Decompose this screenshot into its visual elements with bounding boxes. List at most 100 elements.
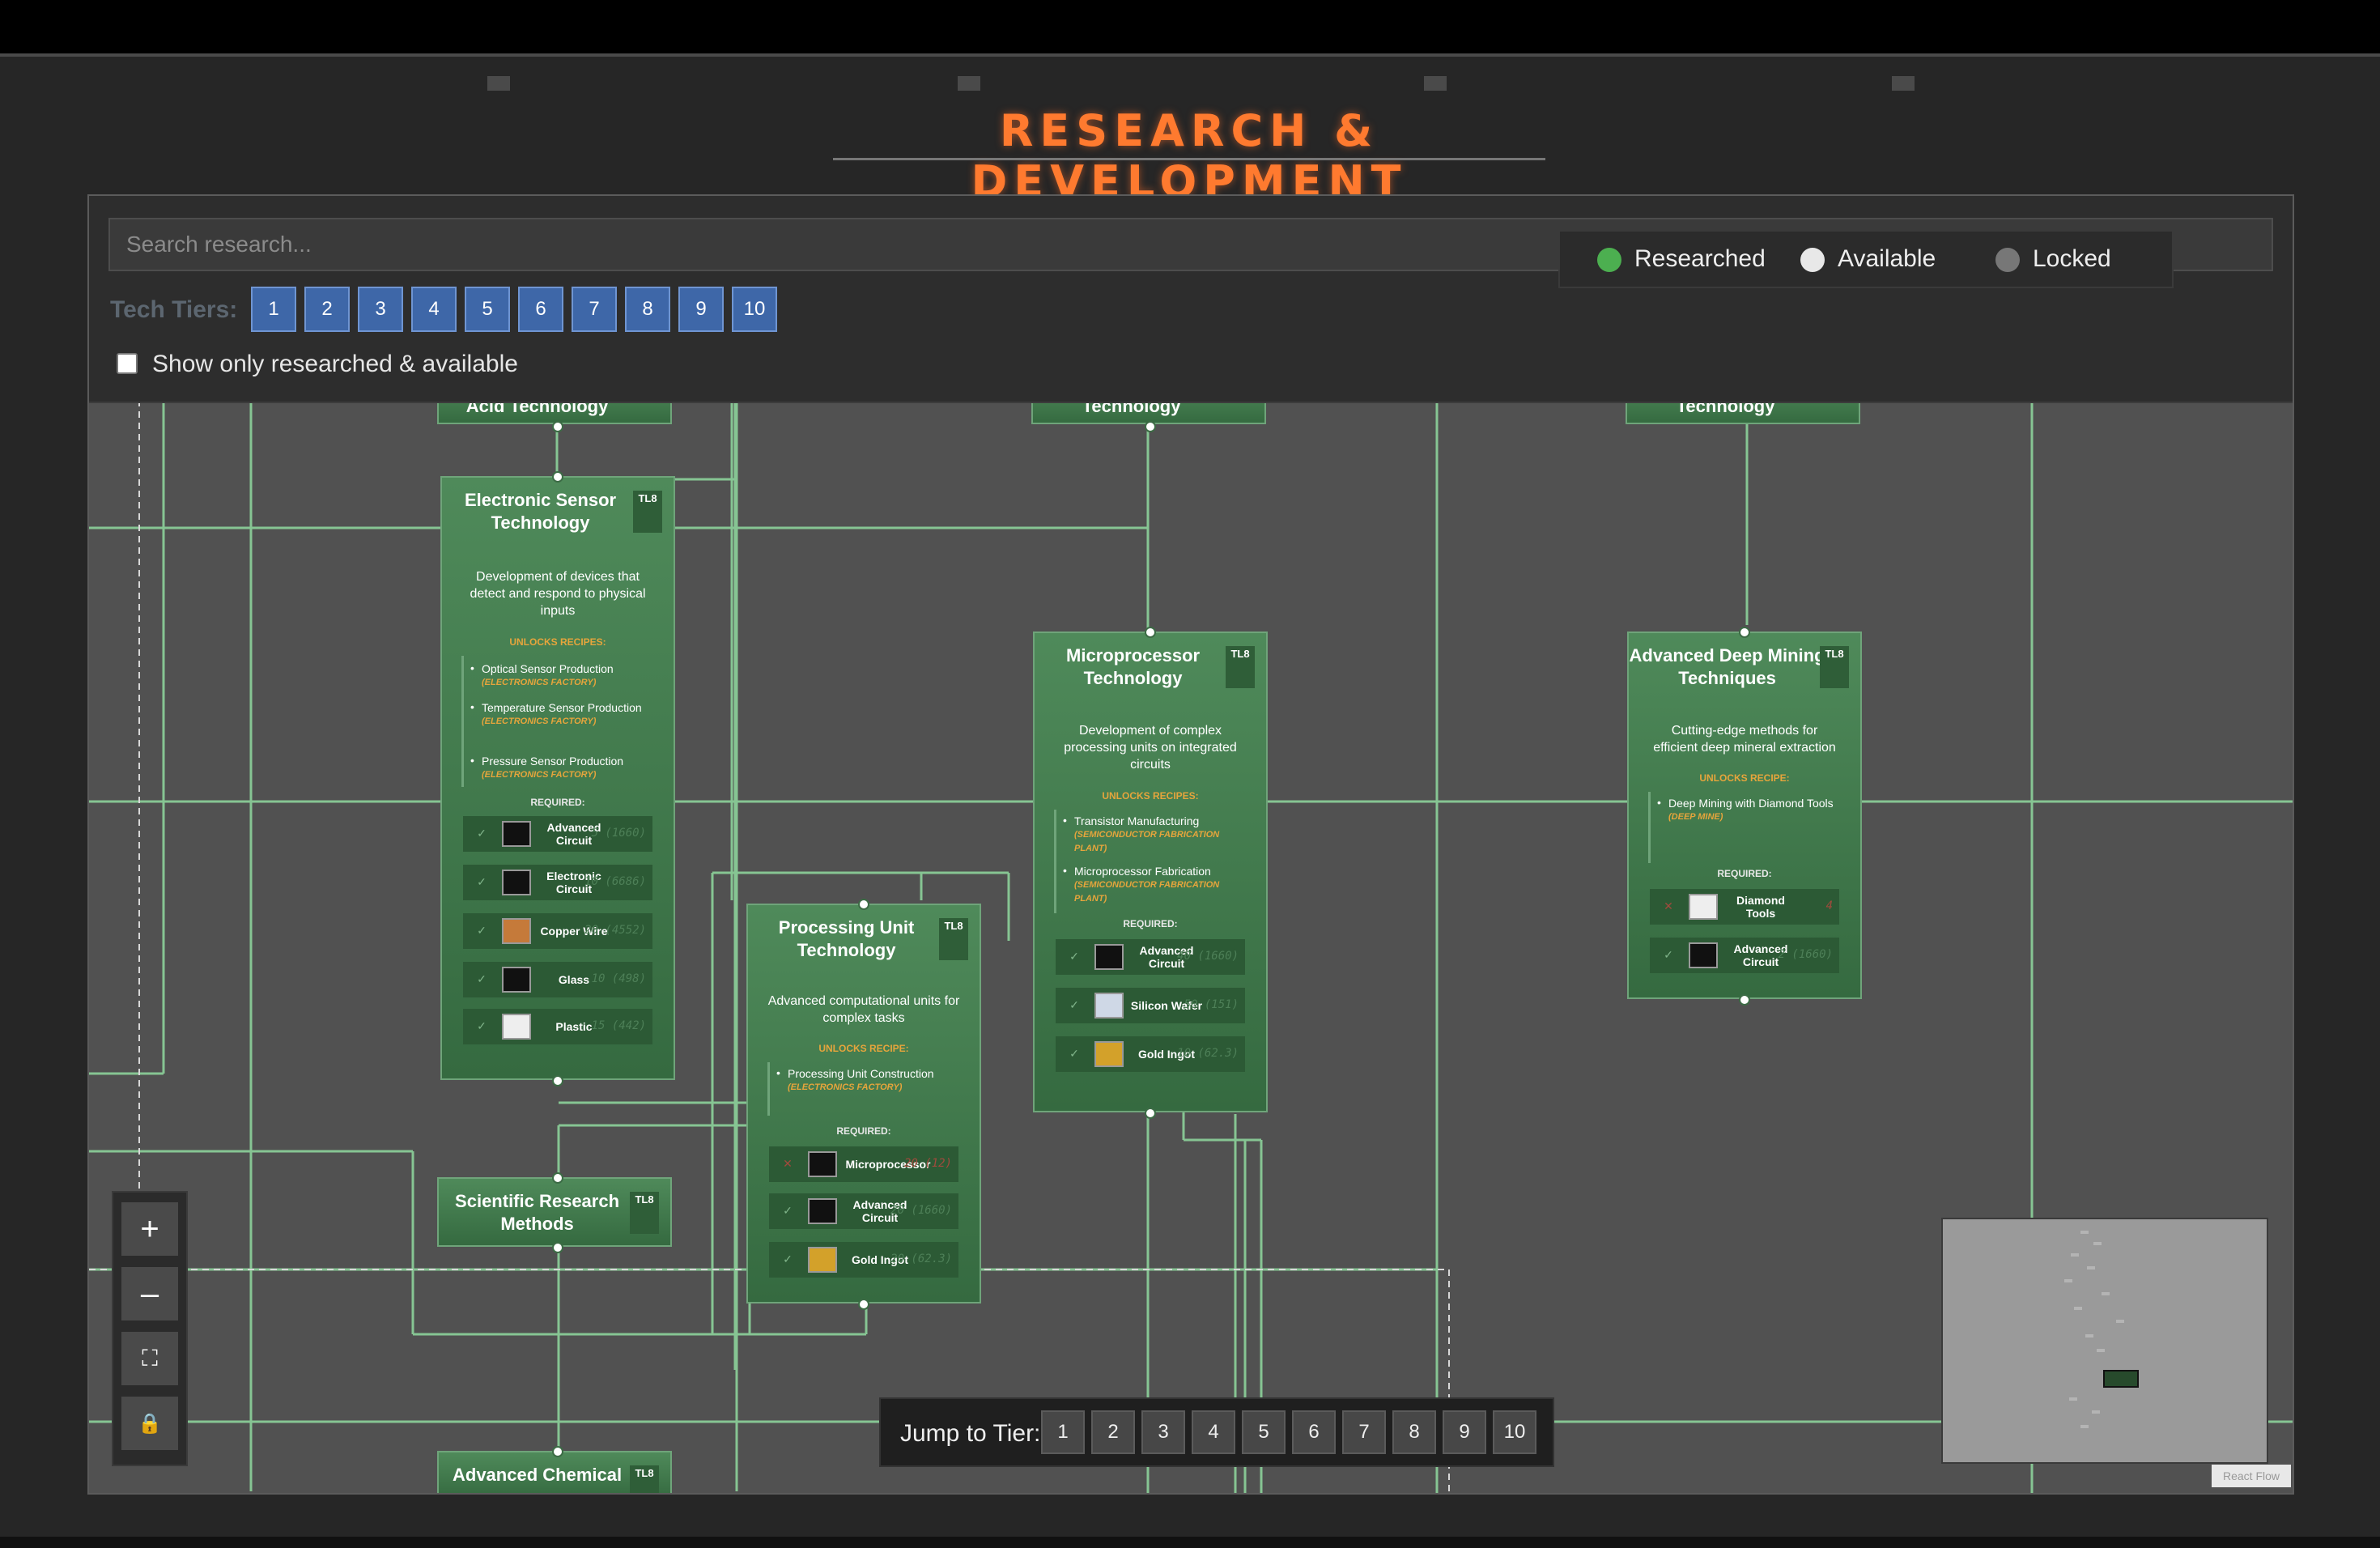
jump-to-tier-label: Jump to Tier:: [900, 1420, 1041, 1447]
tier-badge: TL8: [630, 1192, 659, 1234]
recipe-item: •Temperature Sensor Production(ELECTRONI…: [470, 700, 642, 726]
jump-tier-button[interactable]: 4: [1192, 1410, 1235, 1454]
node-title: Advanced Deep Mining Techniques: [1629, 645, 1825, 688]
frame-notch: [1424, 76, 1447, 91]
recipe-list: •Optical Sensor Production(ELECTRONICS F…: [461, 656, 657, 787]
minimap-viewport[interactable]: [2103, 1370, 2139, 1388]
tier-badge: TL8: [1226, 646, 1255, 688]
node-title: Advanced Chemical: [453, 1465, 623, 1485]
flow-controls: + – ⛶ 🔒: [112, 1191, 188, 1466]
app-frame-bottom: [0, 1537, 2380, 1548]
unlocks-label: UNLOCKS RECIPE:: [818, 1043, 909, 1054]
node-handle[interactable]: [1145, 421, 1156, 432]
tier-filter-button[interactable]: 1: [251, 287, 296, 332]
jump-tier-button[interactable]: 2: [1091, 1410, 1135, 1454]
tier-filter-button[interactable]: 7: [572, 287, 617, 332]
tech-node-electronic-sensor[interactable]: Electronic Sensor Technology TL8 Develop…: [440, 476, 675, 1080]
node-title: Processing Unit Technology: [778, 917, 915, 960]
jump-tier-button[interactable]: 10: [1493, 1410, 1536, 1454]
jump-to-tier-bar: Jump to Tier: 1 2 3 4 5 6 7 8 9 10: [879, 1397, 1554, 1467]
node-handle[interactable]: [552, 1075, 563, 1087]
tier-filter-button[interactable]: 10: [732, 287, 777, 332]
frame-notch: [487, 76, 510, 91]
node-description: Cutting-edge methods for efficient deep …: [1653, 724, 1836, 755]
node-handle[interactable]: [552, 1446, 563, 1457]
fit-view-button[interactable]: ⛶: [121, 1332, 178, 1385]
tech-node-microprocessor[interactable]: Microprocessor Technology TL8 Developmen…: [1033, 632, 1268, 1112]
tech-node-scientific-research[interactable]: Scientific Research Methods TL8: [437, 1177, 672, 1247]
node-handle[interactable]: [552, 471, 563, 483]
tier-badge: TL8: [630, 1465, 659, 1493]
plastic-icon: [502, 1014, 531, 1040]
recipe-item: •Transistor Manufacturing(SEMICONDUCTOR …: [1063, 814, 1220, 853]
recipe-item: •Optical Sensor Production(ELECTRONICS F…: [470, 661, 614, 687]
recipe-item: •Pressure Sensor Production(ELECTRONICS …: [470, 754, 624, 780]
circuit-icon: [808, 1198, 837, 1224]
tech-tiers-label: Tech Tiers:: [110, 296, 238, 323]
tier-filter-button[interactable]: 4: [411, 287, 457, 332]
node-handle[interactable]: [552, 421, 563, 432]
node-handle[interactable]: [552, 1242, 563, 1253]
tech-node-advanced-chemical[interactable]: Advanced Chemical TL8: [437, 1451, 672, 1493]
tier-filter-button[interactable]: 8: [625, 287, 670, 332]
minimap[interactable]: [1941, 1218, 2268, 1464]
circuit-icon: [1689, 942, 1718, 968]
zoom-out-button[interactable]: –: [121, 1267, 178, 1320]
frame-notch: [958, 76, 980, 91]
tier-filter-button[interactable]: 2: [304, 287, 350, 332]
circuit-icon: [502, 821, 531, 847]
show-researched-checkbox[interactable]: [117, 353, 138, 374]
tier-filter-button[interactable]: 5: [465, 287, 510, 332]
required-label: REQUIRED:: [836, 1125, 891, 1137]
node-handle[interactable]: [1739, 627, 1750, 638]
circuit-icon: [1094, 944, 1124, 970]
node-description: Advanced computational units for complex…: [767, 994, 960, 1025]
tech-node-processing-unit[interactable]: Processing Unit Technology TL8 Advanced …: [746, 904, 981, 1303]
jump-tier-button[interactable]: 6: [1292, 1410, 1336, 1454]
lock-icon[interactable]: 🔒: [121, 1397, 178, 1450]
node-handle[interactable]: [1145, 1108, 1156, 1119]
jump-tier-button[interactable]: 1: [1041, 1410, 1085, 1454]
diamond-tools-icon: [1689, 894, 1718, 920]
tier-badge: TL8: [939, 918, 968, 960]
node-title: Microprocessor Technology: [1066, 645, 1201, 688]
node-handle[interactable]: [1145, 627, 1156, 638]
research-tree-canvas[interactable]: Acid Technology Technology Technology El…: [87, 194, 2294, 1495]
react-flow-attribution[interactable]: React Flow: [2212, 1465, 2291, 1487]
legend-researched: Researched: [1634, 245, 1766, 272]
jump-tier-button[interactable]: 8: [1392, 1410, 1436, 1454]
jump-tier-button[interactable]: 5: [1242, 1410, 1286, 1454]
jump-tier-button[interactable]: 3: [1141, 1410, 1185, 1454]
unlocks-label: UNLOCKS RECIPES:: [509, 636, 606, 648]
glass-icon: [502, 967, 531, 993]
tier-filter-button[interactable]: 9: [678, 287, 724, 332]
tier-filter-button[interactable]: 6: [518, 287, 563, 332]
gold-ingot-icon: [808, 1247, 837, 1273]
node-handle[interactable]: [552, 1172, 563, 1184]
gold-ingot-icon: [1094, 1041, 1124, 1067]
node-handle[interactable]: [1739, 994, 1750, 1006]
jump-tier-button[interactable]: 7: [1342, 1410, 1386, 1454]
unlocks-label: UNLOCKS RECIPE:: [1699, 772, 1790, 784]
required-label: REQUIRED:: [530, 797, 585, 808]
node-title: Electronic Sensor Technology: [465, 490, 617, 533]
search-filter-panel: Tech Tiers: 1 2 3 4 5 6 7 8 9 10 Show on…: [89, 196, 2293, 403]
node-handle[interactable]: [858, 899, 869, 910]
node-handle[interactable]: [858, 1299, 869, 1310]
copper-wire-icon: [502, 918, 531, 944]
tech-node-deep-mining[interactable]: Advanced Deep Mining Techniques TL8 Cutt…: [1627, 632, 1862, 999]
zoom-in-button[interactable]: +: [121, 1202, 178, 1256]
recipe-list: •Deep Mining with Diamond Tools(DEEP MIN…: [1648, 792, 1844, 863]
recipe-item: •Microprocessor Fabrication(SEMICONDUCTO…: [1063, 864, 1220, 904]
tier-filter-button[interactable]: 3: [358, 287, 403, 332]
jump-tier-button[interactable]: 9: [1443, 1410, 1486, 1454]
show-researched-label[interactable]: Show only researched & available: [152, 351, 518, 377]
